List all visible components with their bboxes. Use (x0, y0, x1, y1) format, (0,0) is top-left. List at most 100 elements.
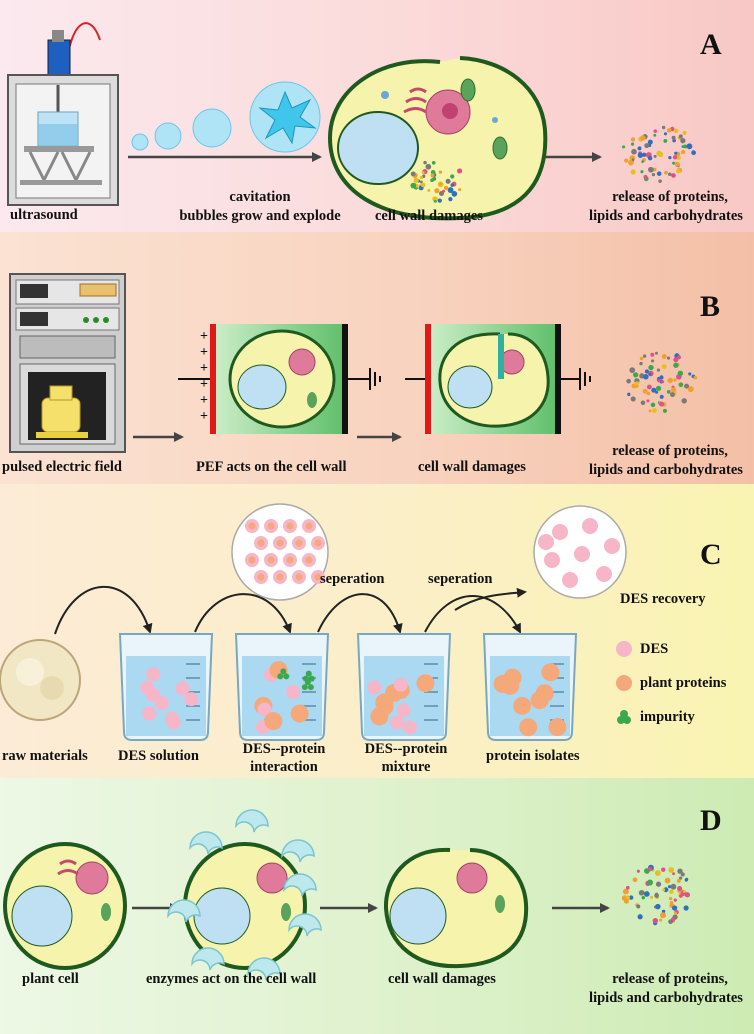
particle (641, 895, 646, 900)
protein-particle (519, 718, 538, 737)
impurity-particle (280, 668, 287, 675)
particle (663, 132, 668, 136)
enzyme-blob (235, 809, 269, 833)
particle (637, 146, 642, 151)
protein-particle (548, 718, 567, 737)
beaker-group (118, 633, 578, 741)
particle (413, 177, 419, 183)
particle (653, 154, 657, 158)
protein-particle (305, 556, 313, 564)
panel-letter: D (700, 804, 722, 837)
particle (644, 143, 650, 149)
particle (648, 866, 653, 872)
particle (662, 408, 667, 413)
panel-letter: B (700, 290, 721, 323)
particle (430, 173, 435, 178)
particle (629, 367, 636, 373)
particle (651, 173, 656, 177)
release-label-1: release of proteins, (612, 971, 728, 987)
release-label-1: release of proteins, (612, 443, 728, 459)
enzyme-cell-icon (183, 842, 307, 970)
particle (670, 392, 675, 398)
particle (663, 138, 668, 143)
particle (421, 170, 425, 175)
particle (669, 889, 674, 894)
mixture-label-2: mixture (381, 759, 431, 775)
particle (643, 174, 648, 180)
impurity-particle (305, 670, 312, 677)
protein-particle (314, 539, 322, 547)
des-particle (402, 720, 417, 735)
des-particle (396, 703, 411, 718)
particle (644, 891, 650, 897)
particle (678, 134, 683, 139)
particle (632, 877, 638, 883)
particle (651, 387, 657, 393)
particle (648, 372, 652, 376)
protein-particle (493, 674, 512, 693)
particle (652, 408, 657, 413)
particle (670, 883, 677, 890)
particle (631, 148, 637, 155)
particle (655, 903, 661, 910)
particle (656, 171, 662, 176)
des-particle (552, 524, 568, 540)
particle (431, 160, 436, 165)
particle (458, 188, 462, 192)
particle (451, 191, 458, 197)
release-particles-d (621, 864, 690, 926)
panel-c: C seperation seperation DES recovery DES… (0, 484, 754, 778)
particle (641, 160, 645, 163)
particle (650, 352, 655, 357)
particle (647, 879, 653, 886)
release-particles-b (626, 351, 698, 413)
particle (649, 895, 654, 899)
release-label-1: release of proteins, (612, 189, 728, 205)
particle (676, 878, 681, 883)
particle (630, 396, 636, 402)
enzyme-blob (191, 947, 225, 971)
des-particle (596, 566, 612, 582)
particle (658, 179, 662, 183)
particle (640, 170, 644, 174)
particle (648, 409, 652, 413)
particle (687, 386, 694, 393)
particle (420, 180, 423, 184)
particle (673, 128, 679, 134)
pef-acts-label: PEF acts on the cell wall (196, 459, 347, 475)
particle (672, 155, 678, 160)
enzyme-blob (189, 831, 223, 855)
particle (667, 885, 672, 889)
bubble-icons (131, 81, 321, 153)
particle (673, 357, 679, 363)
des-particle (146, 667, 161, 682)
particle (680, 149, 686, 155)
particle (663, 887, 669, 893)
particle (445, 178, 451, 184)
particle (676, 355, 681, 360)
pef-device-icon (9, 273, 126, 453)
damaged-cell-icon (327, 56, 548, 221)
protein-particle (257, 539, 265, 547)
enzyme-blob (247, 957, 281, 981)
release-label-2: lipids and carbohydrates (589, 990, 743, 1006)
particle (664, 170, 668, 175)
protein-particle (295, 539, 303, 547)
particle (448, 197, 453, 202)
legend-impurity-label: impurity (640, 709, 695, 725)
damage-label: cell wall damages (388, 971, 496, 987)
panel-d: D plant cell enzymes act on the cell wal… (0, 778, 754, 1034)
release-particles-a (622, 125, 696, 183)
release-particles-a-cell (410, 160, 463, 203)
impurity-particle (307, 684, 314, 691)
particle (668, 155, 672, 160)
particle (672, 138, 676, 143)
protein-particle (276, 573, 284, 581)
particle (677, 868, 683, 874)
legend-protein-label: plant proteins (640, 675, 727, 691)
particle (669, 900, 674, 905)
enzyme-blob (283, 873, 317, 897)
enzyme-blobs (167, 809, 322, 981)
particle (670, 387, 677, 393)
particle (659, 375, 664, 380)
